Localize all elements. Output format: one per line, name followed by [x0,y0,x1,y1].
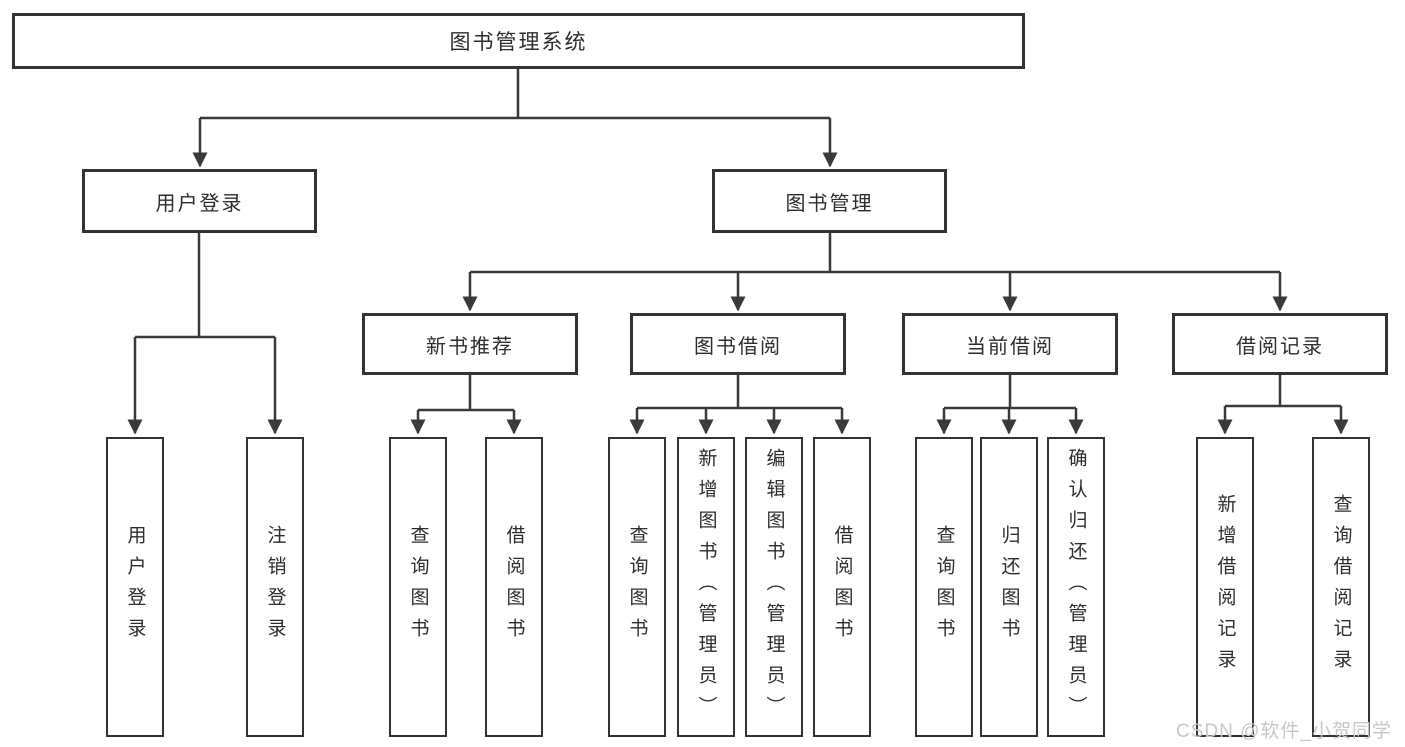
leaf-label: 查询借阅记录 [1330,494,1352,680]
leaf-label: 编辑图书（管理员） [763,447,785,727]
node-current-borrow: 当前借阅 [902,313,1118,375]
wire-user-branch [135,233,275,339]
node-leaf-query-book-recommend: 查询图书 [389,437,447,737]
node-leaf-query-book-borrow: 查询图书 [608,437,666,737]
leaf-label: 借阅图书 [831,525,853,649]
node-leaf-add-borrow-record: 新增借阅记录 [1196,437,1254,737]
leaf-label: 注销登录 [264,525,286,649]
node-leaf-logout: 注销登录 [246,437,304,737]
node-leaf-confirm-return-admin: 确认归还（管理员） [1047,437,1105,737]
node-leaf-edit-book-admin: 编辑图书（管理员） [745,437,803,737]
node-leaf-borrow-book-recommend: 借阅图书 [485,437,543,737]
node-leaf-return-book: 归还图书 [980,437,1038,737]
leaf-label: 确认归还（管理员） [1065,447,1087,727]
node-leaf-borrow-book: 借阅图书 [813,437,871,737]
leaf-label: 查询图书 [933,525,955,649]
node-user-login: 用户登录 [82,169,317,233]
node-leaf-user-login: 用户登录 [106,437,164,737]
wire-book-branch [470,233,1280,274]
node-new-book-recommend: 新书推荐 [362,313,578,375]
leaf-label: 用户登录 [124,525,146,649]
node-leaf-add-book-admin: 新增图书（管理员） [677,437,735,737]
wire-borrow-branch [637,375,842,410]
node-root: 图书管理系统 [12,13,1025,69]
node-book-borrow: 图书借阅 [630,313,846,375]
node-leaf-query-borrow-record: 查询借阅记录 [1312,437,1370,737]
leaf-label: 借阅图书 [503,525,525,649]
wire-newbook-branch [418,375,514,412]
wire-current-branch [944,375,1076,410]
leaf-label: 新增借阅记录 [1214,494,1236,680]
node-leaf-query-book-current: 查询图书 [915,437,973,737]
arrow-drops [127,118,1349,435]
leaf-label: 查询图书 [626,525,648,649]
leaf-label: 查询图书 [407,525,429,649]
leaf-label: 新增图书（管理员） [695,447,717,727]
node-book-management: 图书管理 [712,169,947,233]
leaf-label: 归还图书 [998,525,1020,649]
wire-root [200,69,830,120]
node-borrow-records: 借阅记录 [1172,313,1388,375]
wire-records-branch [1225,375,1341,408]
